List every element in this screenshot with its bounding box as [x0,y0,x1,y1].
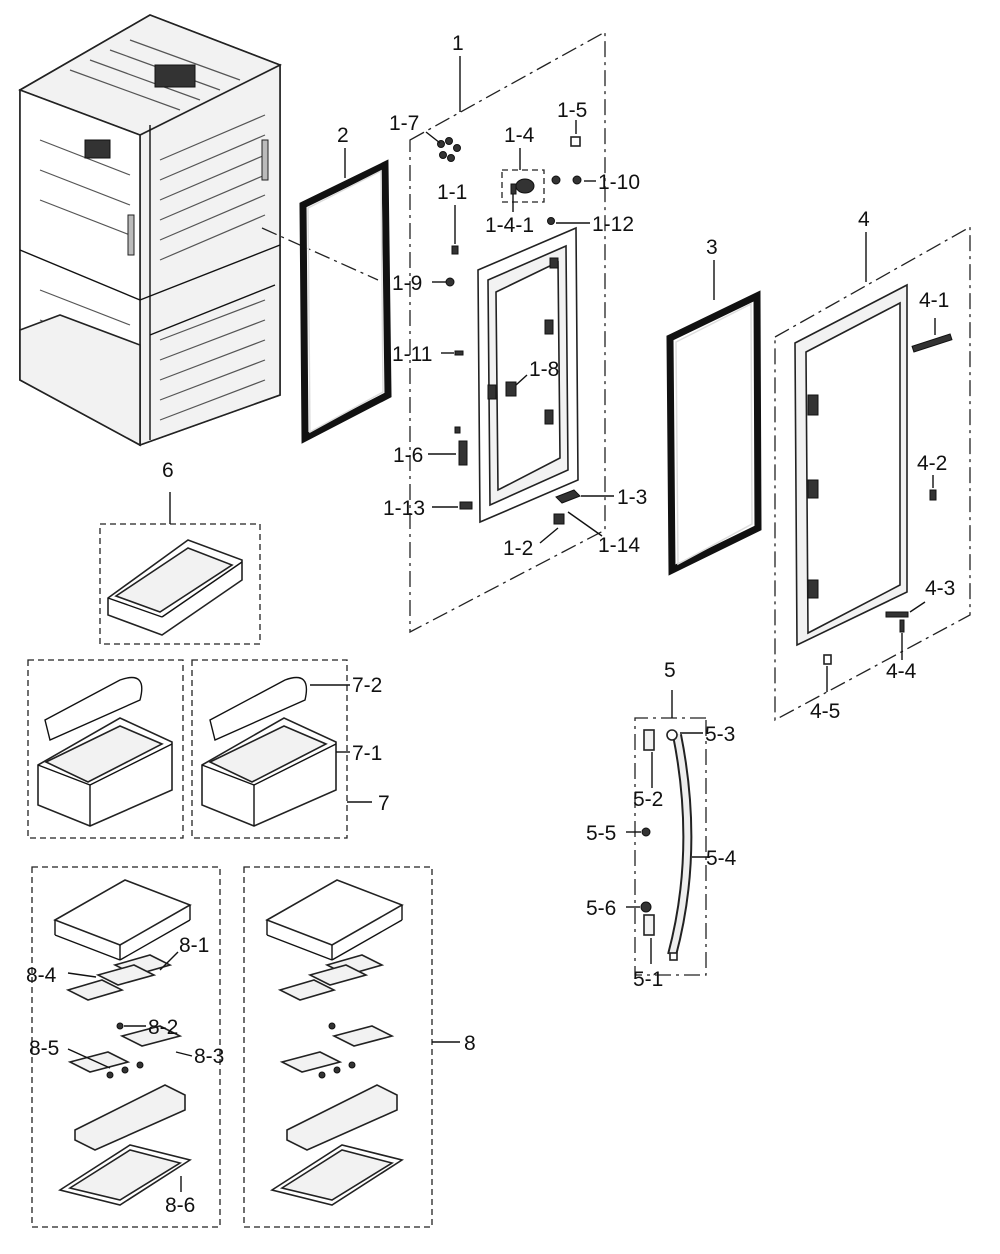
label-1: 1 [452,32,464,55]
label-5-4: 5-4 [706,847,737,870]
label-8-2: 8-2 [148,1016,178,1039]
label-8-6: 8-6 [165,1194,195,1217]
label-4-5: 4-5 [810,700,840,723]
inner-door-frame-1-8 [477,226,579,524]
label-1-10: 1-10 [598,171,640,194]
label-1-11: 1-11 [392,343,432,366]
label-4: 4 [858,208,870,231]
assembly-box-6 [99,523,261,645]
label-4-4: 4-4 [886,660,917,683]
label-4-2: 4-2 [917,452,947,475]
part-1-1 [451,245,459,255]
screw-1-10 [572,175,582,185]
screw-5-5 [641,827,651,837]
label-8-3: 8-3 [194,1045,224,1068]
door-bin-6 [107,539,243,636]
assembly-box-1 [409,30,606,634]
label-4-3: 4-3 [925,577,955,600]
label-1-2: 1-2 [503,537,533,560]
label-1-6: 1-6 [393,444,423,467]
cap-5-3 [666,729,678,741]
label-8-4: 8-4 [26,964,57,987]
label-1-4: 1-4 [504,124,535,147]
label-1-5: 1-5 [557,99,587,122]
hinge-1-3 [555,489,581,504]
door-bin-7-right [201,676,337,827]
outer-door-4 [794,283,908,647]
label-1-7: 1-7 [389,112,419,135]
label-5-6: 5-6 [586,897,616,920]
screw-1-9 [445,277,455,287]
label-1-1: 1-1 [437,181,467,204]
label-1-9: 1-9 [392,272,422,295]
cap-1-5 [570,136,581,147]
bracket-5-2 [643,729,655,751]
hinge-box-1-4 [501,169,545,203]
door-gasket-2 [299,159,392,444]
part-4-4 [899,619,905,633]
drawer-assembly-8-left [53,879,192,1206]
label-2: 2 [337,124,349,147]
part-4-2 [929,489,937,501]
part-near-1-4 [551,175,561,185]
label-8: 8 [464,1032,476,1055]
label-5-1: 5-1 [633,968,663,991]
label-8-1: 8-1 [179,934,209,957]
assembly-box-7-right [191,659,348,839]
bracket-5-1 [643,914,655,936]
leader-cabinet-to-gasket [261,227,379,281]
part-1-6 [454,426,468,466]
refrigerator-cabinet [18,14,282,447]
assembly-box-5 [634,717,707,976]
trim-4-1 [911,333,953,353]
label-5-5: 5-5 [586,822,616,845]
label-7: 7 [378,792,390,815]
label-8-5: 8-5 [29,1037,59,1060]
label-1-8: 1-8 [529,358,559,381]
label-5: 5 [664,659,676,682]
label-6: 6 [162,459,174,482]
screws-1-7 [437,137,461,162]
door-gasket-3 [666,290,762,576]
part-1-13 [459,501,473,510]
label-5-3: 5-3 [705,723,735,746]
assembly-box-7-left [27,659,184,839]
pin-1-12 [547,217,555,225]
door-bin-7-left [37,676,173,827]
label-1-14: 1-14 [598,534,640,557]
drawer-assembly-8-right [265,879,404,1206]
part-4-5 [823,654,832,665]
label-1-4-1: 1-4-1 [485,214,534,237]
label-4-1: 4-1 [919,289,949,312]
screw-5-6 [640,901,652,913]
assembly-box-8-left [31,866,221,1228]
label-1-13: 1-13 [383,497,425,520]
label-1-3: 1-3 [617,486,647,509]
assembly-box-8-right [243,866,433,1228]
hinge-pin-1-2 [553,513,565,525]
label-7-2: 7-2 [352,674,382,697]
label-5-2: 5-2 [633,788,663,811]
hinge-part-1-4-1 [510,178,535,195]
part-1-11 [454,350,464,356]
assembly-box-4 [774,225,971,722]
label-3: 3 [706,236,718,259]
label-1-12: 1-12 [592,213,634,236]
label-7-1: 7-1 [352,742,382,765]
part-4-3 [885,611,909,618]
